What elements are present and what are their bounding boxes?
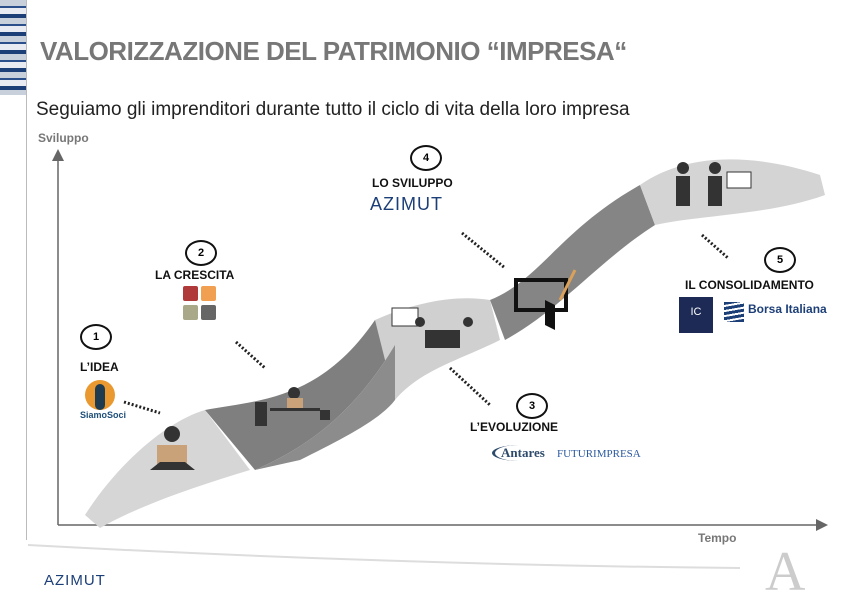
decorative-stripes xyxy=(0,0,26,95)
ribbon-segment-sviluppo xyxy=(490,185,655,340)
p101-logo xyxy=(183,286,217,322)
stage-number-5: 5 xyxy=(764,247,796,273)
ribbon-segment-consolidamento xyxy=(640,159,825,225)
stage-number-2: 2 xyxy=(185,240,217,266)
borsa-italiana-logo: Borsa Italiana xyxy=(748,302,827,316)
person-laptop-icon xyxy=(150,426,195,470)
stage-number-3: 3 xyxy=(516,393,548,419)
stage-label-4: LO SVILUPPO xyxy=(372,176,453,190)
stage-label-2: LA CRESCITA xyxy=(155,268,235,282)
handshake-deal-icon xyxy=(676,162,752,206)
stage-label-5: IL CONSOLIDAMENTO xyxy=(685,278,814,292)
antares-logo: Antares xyxy=(492,445,545,461)
x-axis-label: Tempo xyxy=(698,531,737,545)
y-axis-label: Sviluppo xyxy=(38,131,89,145)
divider xyxy=(26,0,27,540)
stage-label-3: L’EVOLUZIONE xyxy=(470,420,559,434)
footer-azimut-logo: AZIMUT xyxy=(44,572,106,589)
page-title: VALORIZZAZIONE DEL PATRIMONIO “IMPRESA“ xyxy=(40,36,627,66)
stage-label-1: L’IDEA xyxy=(80,360,119,374)
azimut-logo: AZIMUT xyxy=(370,194,443,214)
borsa-italiana-icon xyxy=(724,302,744,322)
ribbon-segment-crescita xyxy=(205,320,395,470)
meeting-presentation-icon xyxy=(391,307,473,348)
growth-chart-screen-icon xyxy=(514,269,577,330)
office-desk-icon xyxy=(255,387,330,426)
stage-number-1: 1 xyxy=(80,324,112,350)
sextant-watermark-icon: A xyxy=(765,541,806,603)
stage-number-4: 4 xyxy=(410,145,442,171)
ic-logo: IC xyxy=(679,297,713,333)
siamosoci-logo: SiamoSoci xyxy=(80,380,126,420)
futurimpresa-logo: FUTURIMPRESA xyxy=(557,448,641,460)
page-subtitle: Seguiamo gli imprenditori durante tutto … xyxy=(36,99,630,120)
